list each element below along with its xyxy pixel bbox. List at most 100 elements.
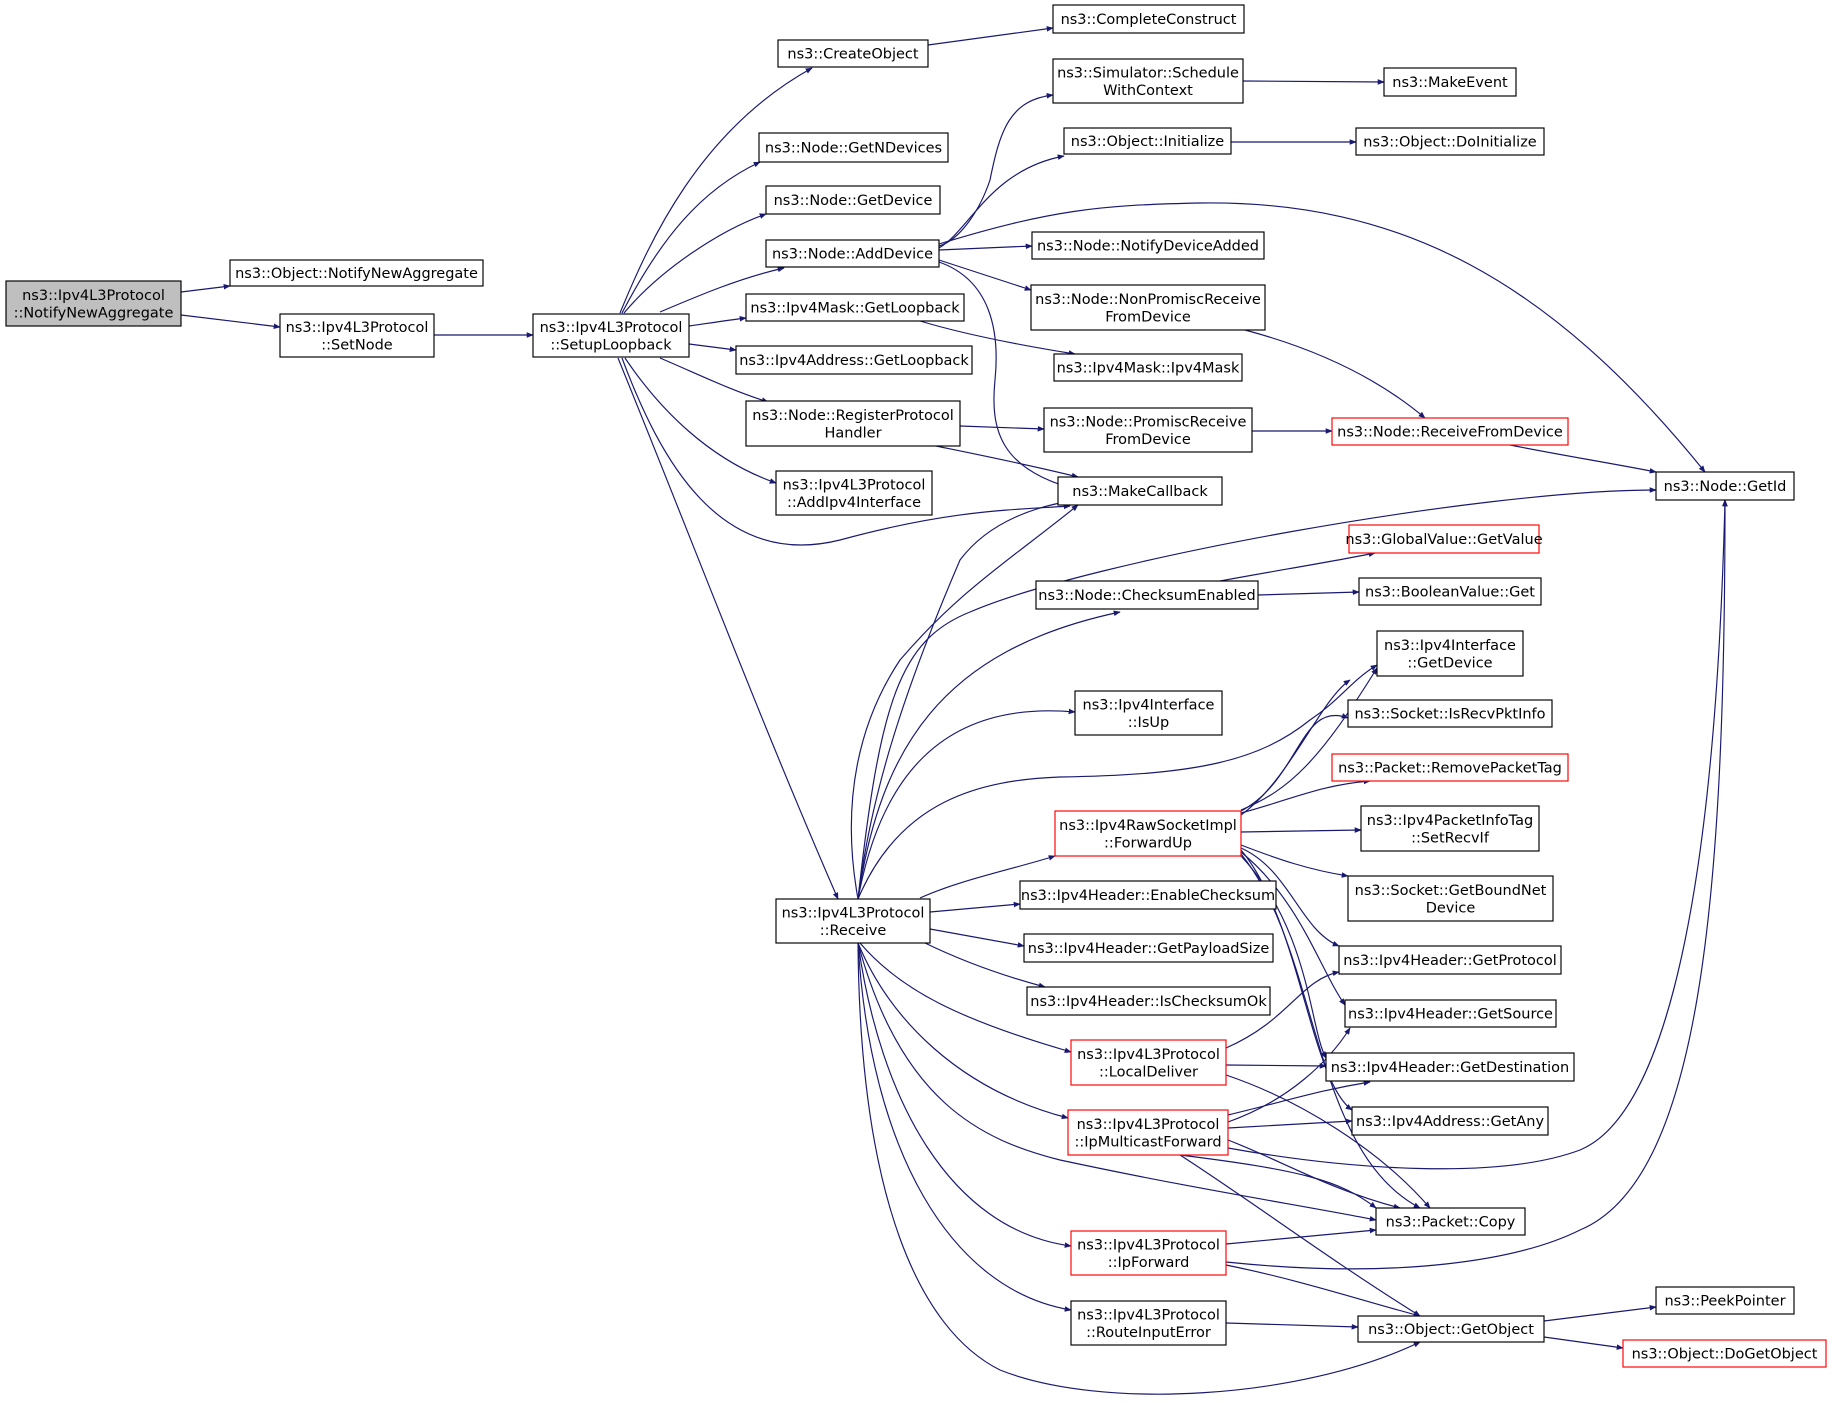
node-isRecvPktInfo[interactable]: ns3::Socket::IsRecvPktInfo: [1347, 699, 1553, 728]
node-ipForward[interactable]: ns3::Ipv4L3Protocol::IpForward: [1070, 1230, 1227, 1276]
node-doGetObject[interactable]: ns3::Object::DoGetObject: [1622, 1339, 1827, 1368]
edge-from-receive: [850, 504, 1079, 900]
node-createObject[interactable]: ns3::CreateObject: [777, 39, 929, 68]
node-label: ns3::Ipv4RawSocketImpl: [1059, 818, 1237, 834]
node-box: [765, 239, 940, 268]
node-getDest[interactable]: ns3::Ipv4Header::GetDestination: [1325, 1052, 1575, 1082]
node-ifaceIsUp[interactable]: ns3::Ipv4Interface::IsUp: [1074, 690, 1223, 736]
node-label: ::SetNode: [321, 337, 393, 353]
node-box: [777, 39, 929, 68]
node-box: [1347, 875, 1554, 922]
node-routeErr[interactable]: ns3::Ipv4L3Protocol::RouteInputError: [1070, 1300, 1227, 1346]
node-label: ns3::BooleanValue::Get: [1365, 585, 1535, 601]
node-label: ns3::Node::GetId: [1664, 479, 1787, 495]
edge-from-receive: [857, 498, 1079, 900]
node-box: [1063, 127, 1232, 155]
edge-from-mcastFwd: [1179, 1154, 1421, 1317]
edge-from-forwardUp: [1240, 778, 1371, 814]
node-getObject[interactable]: ns3::Object::GetObject: [1357, 1315, 1545, 1343]
node-getDevice[interactable]: ns3::Node::GetDevice: [765, 185, 941, 215]
node-getSource[interactable]: ns3::Ipv4Header::GetSource: [1344, 999, 1557, 1028]
node-box: [1358, 577, 1542, 606]
node-notifyDeviceAdded[interactable]: ns3::Node::NotifyDeviceAdded: [1031, 231, 1265, 260]
node-box: [1023, 933, 1274, 963]
node-label: ns3::Ipv4Mask::Ipv4Mask: [1057, 361, 1240, 377]
edge-from-checksumEnabled: [1257, 589, 1360, 596]
node-getProtocol[interactable]: ns3::Ipv4Header::GetProtocol: [1338, 945, 1562, 975]
edge-from-mcastFwd: [1227, 499, 1728, 1170]
node-label: ::AddIpv4Interface: [787, 495, 921, 511]
node-label: ::NotifyNewAggregate: [14, 305, 174, 321]
node-box: [1030, 284, 1266, 331]
node-setRecvIf[interactable]: ns3::Ipv4PacketInfoTag::SetRecvIf: [1360, 805, 1540, 852]
node-box: [1360, 805, 1540, 852]
node-label: ns3::Packet::RemovePacketTag: [1338, 761, 1562, 777]
node-localDeliver[interactable]: ns3::Ipv4L3Protocol::LocalDeliver: [1070, 1039, 1227, 1086]
node-addIface[interactable]: ns3::Ipv4L3Protocol::AddIpv4Interface: [775, 470, 933, 516]
node-completeConstruct[interactable]: ns3::CompleteConstruct: [1052, 4, 1245, 34]
edge-from-receive: [859, 942, 1072, 1053]
node-mcastFwd[interactable]: ns3::Ipv4L3Protocol::IpMulticastForward: [1067, 1109, 1229, 1156]
node-box: [1052, 4, 1245, 34]
node-box: [1054, 810, 1242, 857]
node-checksumEnabled[interactable]: ns3::Node::ChecksumEnabled: [1035, 580, 1259, 610]
node-box: [1057, 476, 1223, 506]
node-ipv4Mask[interactable]: ns3::Ipv4Mask::Ipv4Mask: [1053, 353, 1243, 382]
node-label: ns3::PeekPointer: [1664, 1294, 1785, 1310]
node-objInit[interactable]: ns3::Object::Initialize: [1063, 127, 1232, 155]
node-label: ns3::Ipv4Interface: [1083, 697, 1215, 713]
call-nodes: ns3::Ipv4L3Protocol::NotifyNewAggregaten…: [5, 4, 1827, 1368]
node-payloadSize[interactable]: ns3::Ipv4Header::GetPayloadSize: [1023, 933, 1274, 963]
node-getId[interactable]: ns3::Node::GetId: [1655, 471, 1795, 501]
node-peekPointer[interactable]: ns3::PeekPointer: [1655, 1286, 1795, 1315]
node-box: [765, 185, 941, 215]
node-addDevice[interactable]: ns3::Node::AddDevice: [765, 239, 940, 268]
node-getAny[interactable]: ns3::Ipv4Address::GetAny: [1351, 1106, 1549, 1136]
node-addrGetLoopback[interactable]: ns3::Ipv4Address::GetLoopback: [735, 345, 973, 375]
node-makeEvent[interactable]: ns3::MakeEvent: [1383, 67, 1517, 97]
edge-from-mcastFwd: [1227, 1139, 1401, 1210]
node-objNotify[interactable]: ns3::Object::NotifyNewAggregate: [229, 259, 484, 287]
node-box: [1026, 986, 1271, 1016]
node-makeCallback[interactable]: ns3::MakeCallback: [1057, 476, 1223, 506]
node-setNode[interactable]: ns3::Ipv4L3Protocol::SetNode: [279, 313, 435, 358]
node-label: ns3::Ipv4L3Protocol: [286, 320, 429, 336]
node-label: ns3::Node::RegisterProtocol: [752, 408, 954, 424]
node-getNDevices[interactable]: ns3::Node::GetNDevices: [758, 132, 949, 163]
node-label: ns3::Object::GetObject: [1368, 1322, 1534, 1338]
node-boolGet[interactable]: ns3::BooleanValue::Get: [1358, 577, 1542, 606]
edge-from-forwardUp: [1240, 713, 1349, 812]
node-box: [775, 898, 931, 944]
node-label: ns3::Node::GetNDevices: [765, 141, 942, 157]
node-globalGetValue[interactable]: ns3::GlobalValue::GetValue: [1345, 524, 1543, 554]
call-edges: [180, 26, 1728, 1395]
node-recvFromDevice[interactable]: ns3::Node::ReceiveFromDevice: [1331, 417, 1569, 446]
node-removeTag[interactable]: ns3::Packet::RemovePacketTag: [1331, 753, 1569, 782]
node-doInit[interactable]: ns3::Object::DoInitialize: [1355, 127, 1545, 156]
node-ifaceGetDevice[interactable]: ns3::Ipv4Interface::GetDevice: [1376, 630, 1524, 677]
edge-from-addDevice: [938, 259, 1032, 291]
node-box: [1655, 471, 1795, 501]
node-box: [1338, 945, 1562, 975]
node-label: ns3::Ipv4L3Protocol: [1077, 1237, 1220, 1253]
node-packetCopy[interactable]: ns3::Packet::Copy: [1375, 1207, 1526, 1236]
edge-from-checksumEnabled: [1219, 551, 1376, 582]
node-root[interactable]: ns3::Ipv4L3Protocol::NotifyNewAggregate: [5, 280, 182, 327]
edge-from-setupLoopback: [624, 357, 777, 484]
node-setupLoopback[interactable]: ns3::Ipv4L3Protocol::SetupLoopback: [532, 313, 690, 358]
edge-from-routeErr: [1225, 1322, 1359, 1330]
node-box: [1344, 999, 1557, 1028]
node-maskGetLoopback[interactable]: ns3::Ipv4Mask::GetLoopback: [745, 293, 965, 322]
node-forwardUp[interactable]: ns3::Ipv4RawSocketImpl::ForwardUp: [1054, 810, 1242, 857]
node-enableChecksum[interactable]: ns3::Ipv4Header::EnableChecksum: [1019, 880, 1277, 910]
node-receive[interactable]: ns3::Ipv4L3Protocol::Receive: [775, 898, 931, 944]
node-box: [1067, 1109, 1229, 1156]
edge-from-receive: [857, 664, 1378, 900]
node-isChecksumOk[interactable]: ns3::Ipv4Header::IsChecksumOk: [1026, 986, 1271, 1016]
node-box: [1070, 1039, 1227, 1086]
